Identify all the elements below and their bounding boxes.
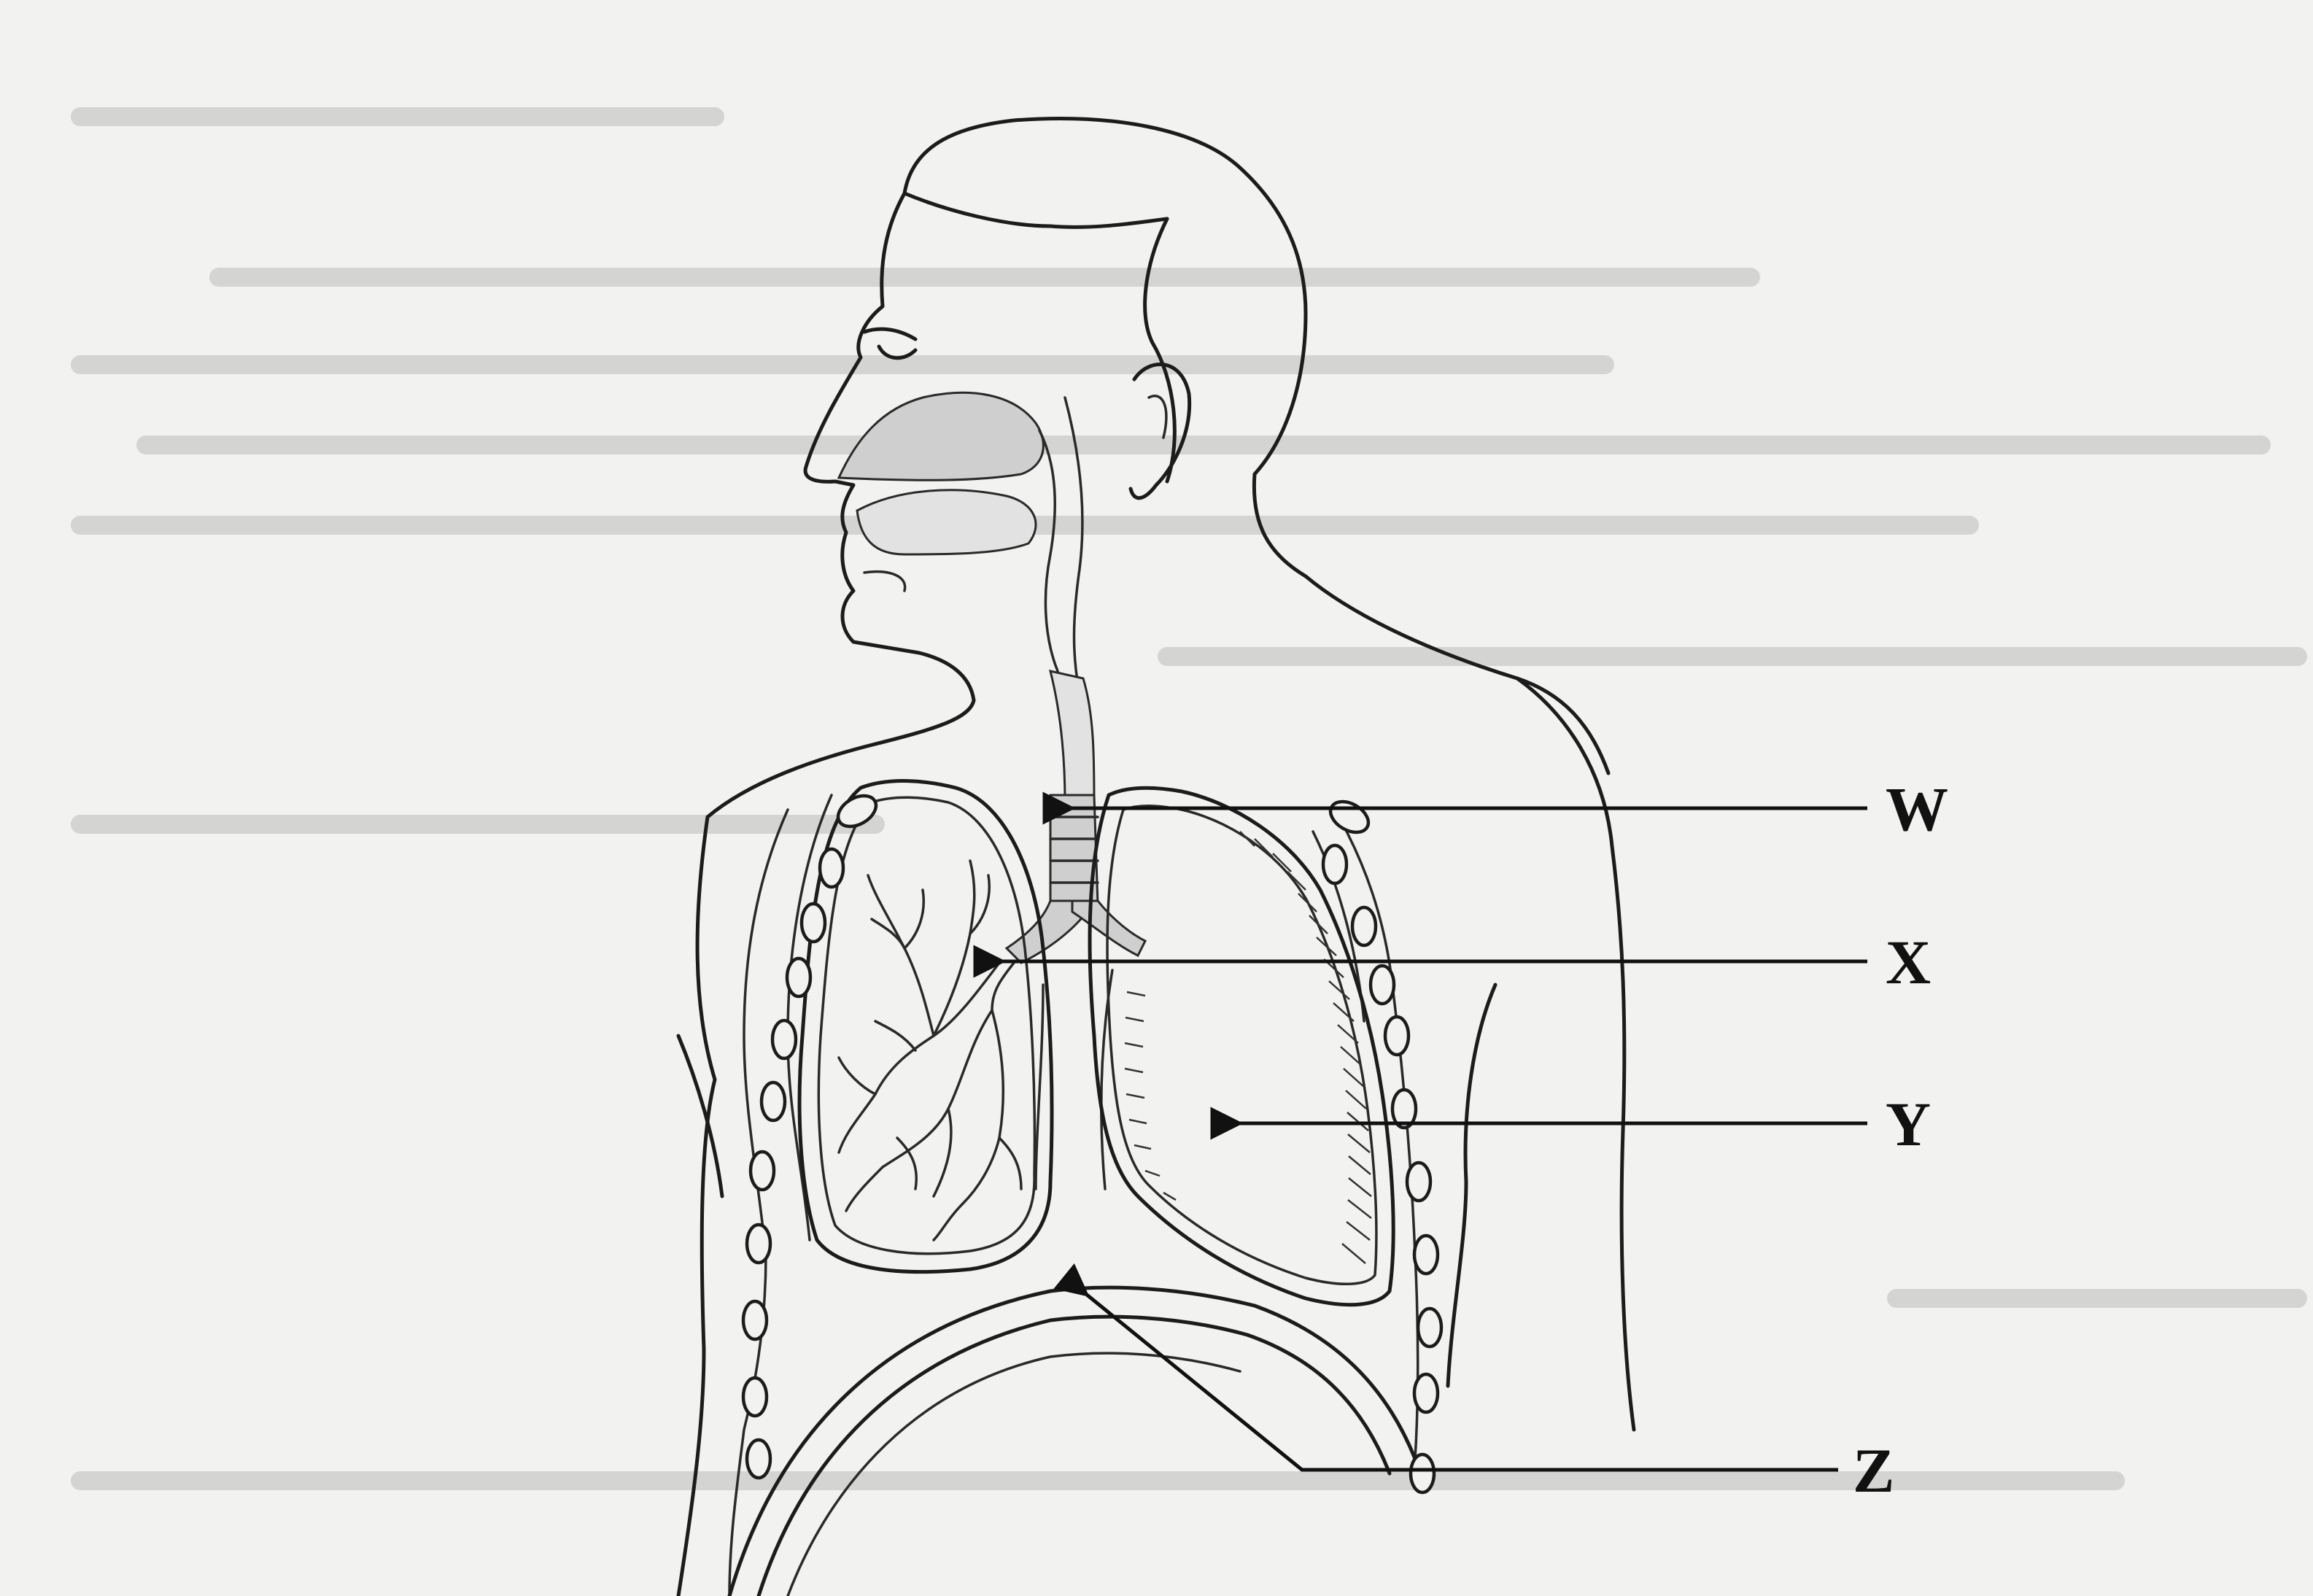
- label-y: Y: [1886, 1089, 1931, 1159]
- ribs: [741, 794, 1444, 1495]
- lung-shaded: [1088, 786, 1395, 1307]
- nasal-and-oral-cavity: [837, 391, 1084, 694]
- airway: [991, 670, 1147, 1012]
- leader-line-z: [1053, 1263, 1838, 1472]
- label-x: X: [1886, 927, 1931, 997]
- body-outline: [676, 676, 1636, 1596]
- label-z: Z: [1853, 1436, 1894, 1506]
- lung-cutaway-bronchial-tree: [797, 779, 1054, 1274]
- head-outline: [803, 117, 1611, 775]
- leader-lines: [973, 791, 1867, 1472]
- labels: W X Y Z: [1853, 774, 1948, 1506]
- background-bleed-through: [71, 107, 2307, 1490]
- label-w: W: [1886, 774, 1948, 844]
- diaphragm: [727, 1285, 1417, 1596]
